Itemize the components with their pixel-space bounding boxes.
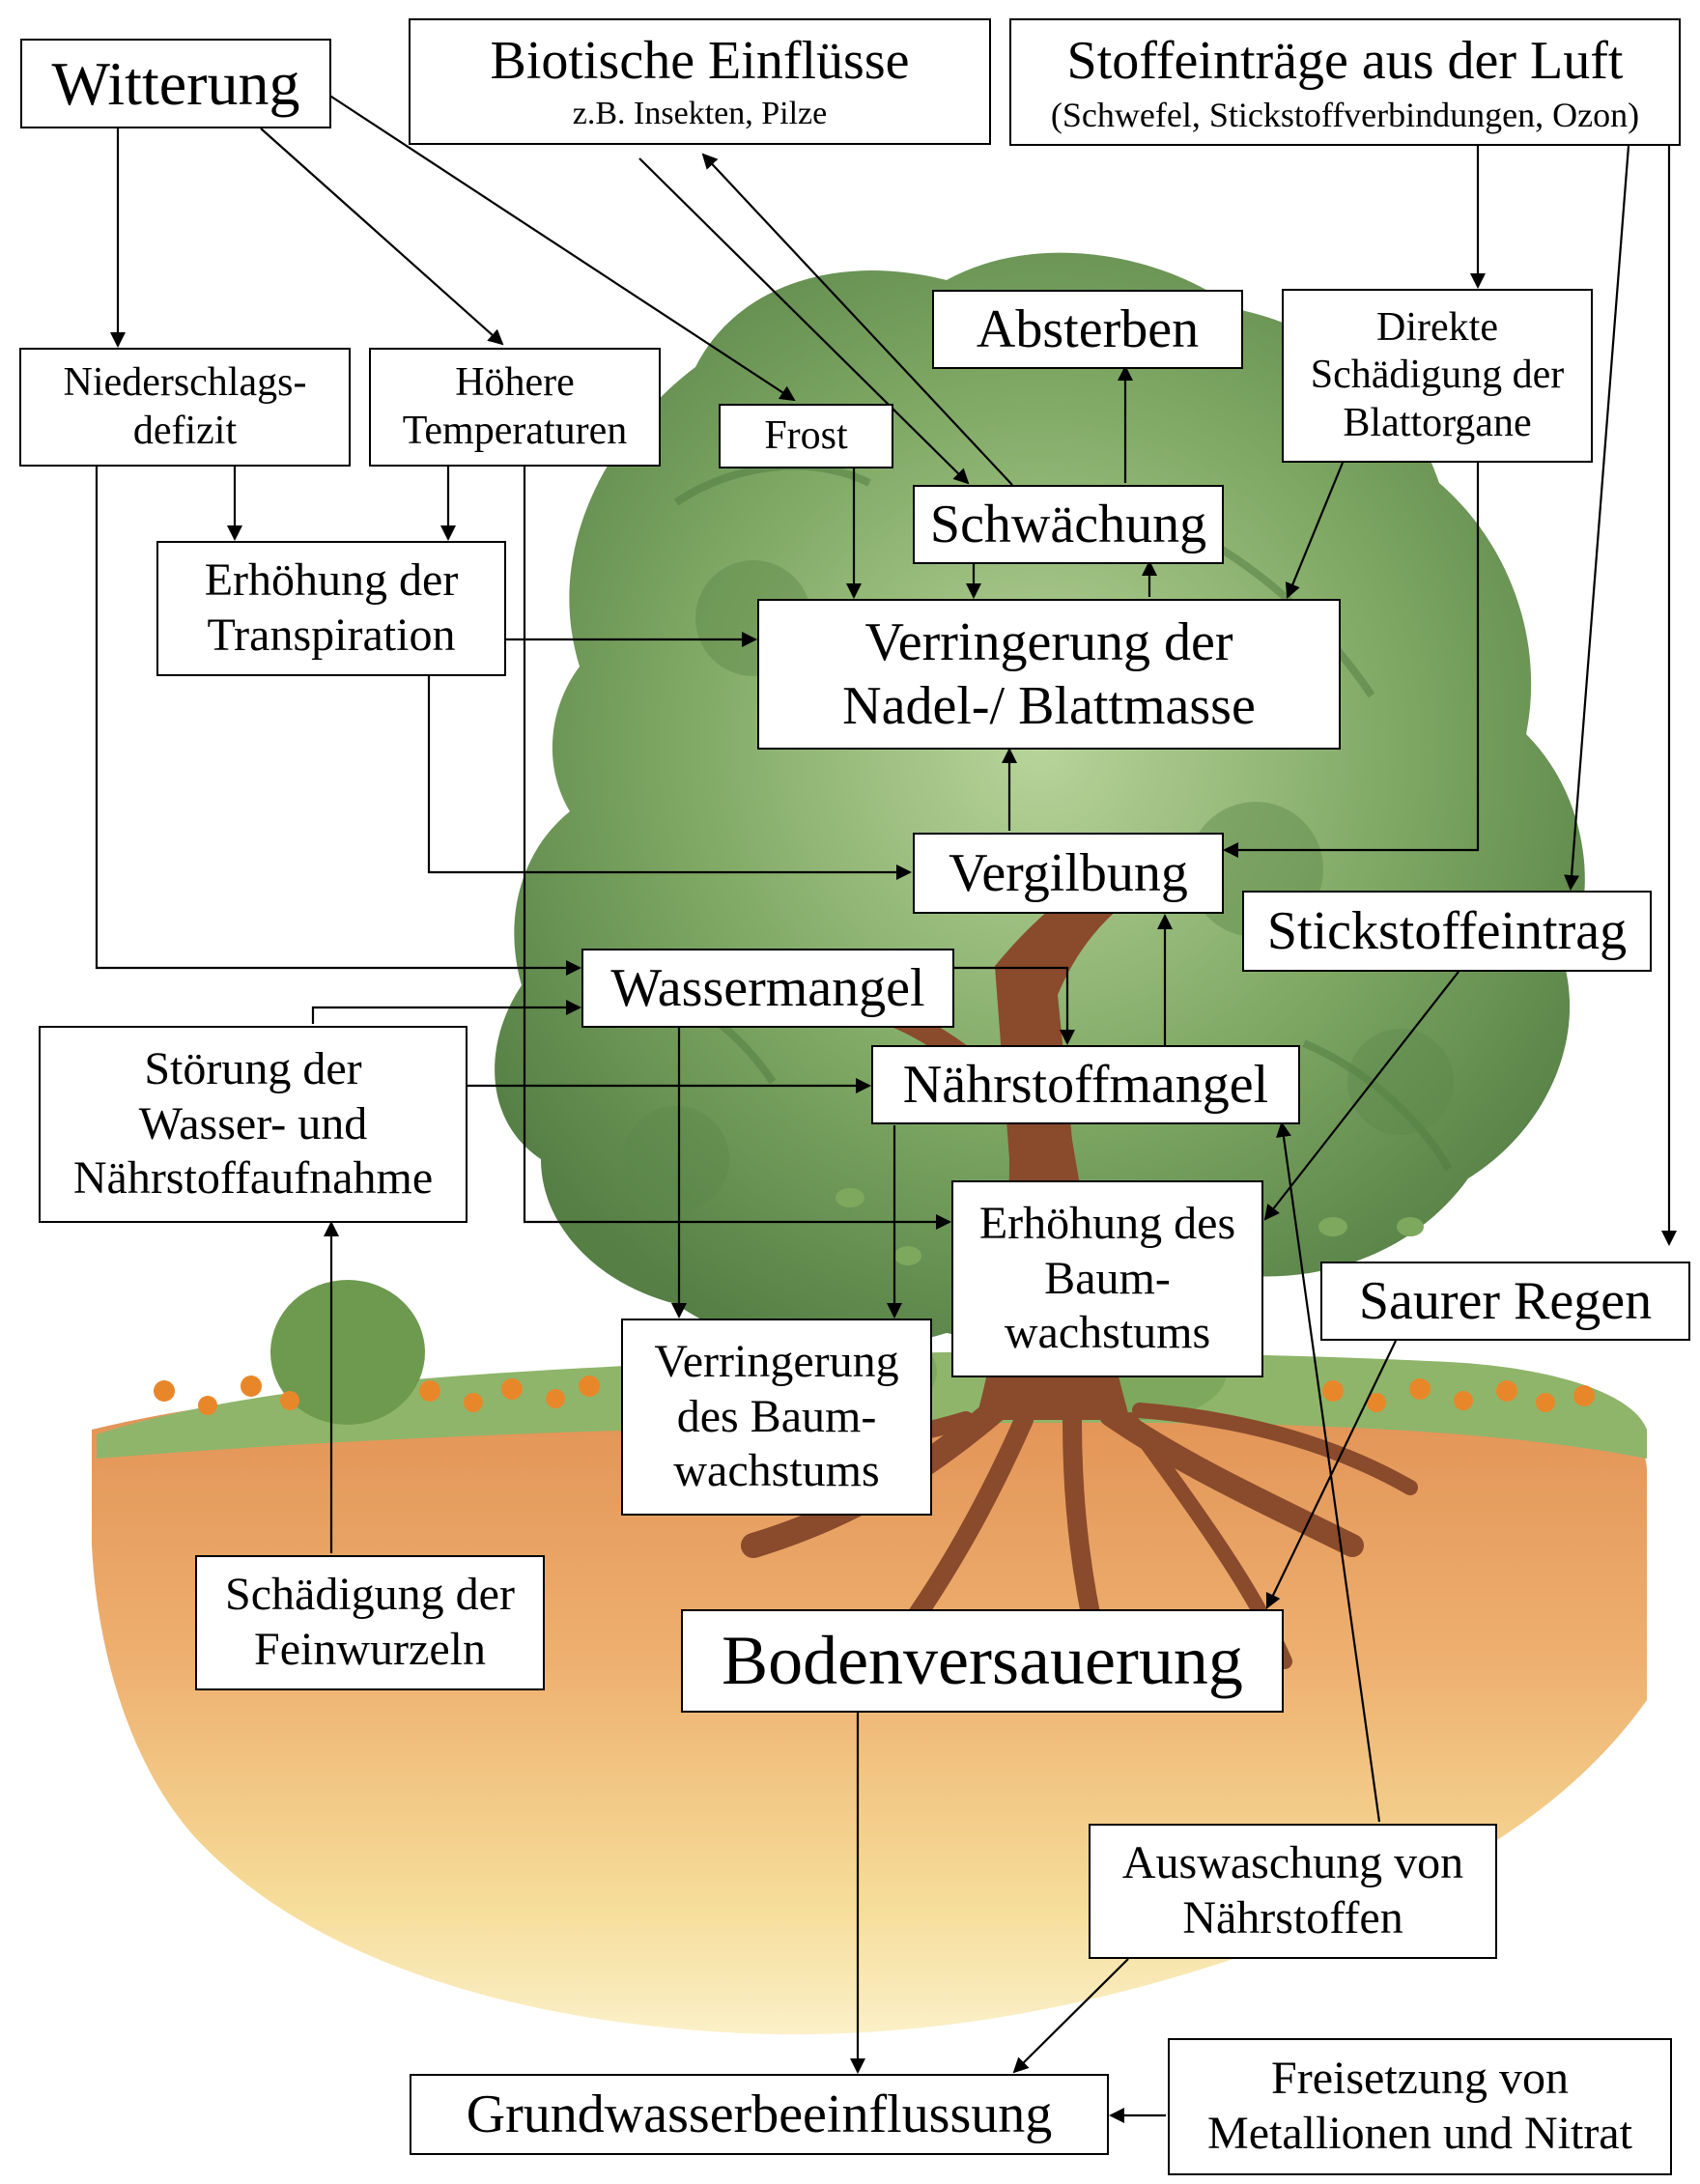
node-biotische: Biotische Einflüsse z.B. Insekten, Pilze [409,18,991,145]
node-vergilbung-line-1: Vergilbung [949,842,1188,903]
node-naehrstoffmangel: Nährstoffmangel [871,1045,1300,1124]
node-stoerung-line-3: Nährstoffaufnahme [72,1152,434,1205]
node-erhoehung-baum-line-2: Baum- [1044,1252,1171,1304]
node-transpiration-line-1: Erhöhung der [204,554,459,607]
node-bodenversauerung-line-1: Bodenversauerung [722,1622,1243,1700]
node-direkte-line-2: Schädigung der [1310,353,1565,398]
node-biotische-subtitle: z.B. Insekten, Pilze [572,96,828,132]
node-verringerung-baum-line-2: des Baum- [676,1390,877,1442]
node-frost: Frost [719,404,893,468]
node-feinwurzeln-line-1: Schädigung der [225,1569,515,1621]
node-stoffeintraege-subtitle: (Schwefel, Stickstoffverbindungen, Ozon) [1050,95,1640,134]
node-grundwasser: Grundwasserbeeinflussung [410,2074,1109,2155]
node-verringerung-nadel: Verringerung der Nadel-/ Blattmasse [757,599,1341,750]
node-temperaturen: Höhere Temperaturen [369,348,661,467]
node-temperaturen-line-2: Temperaturen [402,408,628,453]
node-wassermangel-line-1: Wassermangel [610,957,925,1018]
node-stoerung: Störung der Wasser- und Nährstoffaufnahm… [39,1026,468,1223]
node-saurer-regen-line-1: Saurer Regen [1358,1270,1653,1331]
node-direkte-line-3: Blattorgane [1343,400,1532,445]
node-stoerung-line-1: Störung der [144,1043,362,1095]
node-direkte-line-1: Direkte [1376,304,1498,350]
node-niederschlag-line-2: defizit [132,408,238,453]
node-direkte: Direkte Schädigung der Blattorgane [1282,289,1593,463]
node-freisetzung: Freisetzung von Metallionen und Nitrat [1168,2038,1672,2175]
node-niederschlag: Niederschlags- defizit [19,348,351,467]
node-stoffeintraege: Stoffeinträge aus der Luft (Schwefel, St… [1009,18,1681,146]
flowers [154,1376,1595,1415]
node-auswaschung: Auswaschung von Nährstoffen [1089,1824,1497,1959]
node-freisetzung-line-1: Freisetzung von [1271,2053,1569,2105]
node-schwaechung: Schwächung [913,485,1224,564]
node-wassermangel: Wassermangel [581,949,954,1028]
node-stoerung-line-2: Wasser- und [138,1097,368,1149]
node-niederschlag-line-1: Niederschlags- [63,359,307,405]
node-erhoehung-baum-line-1: Erhöhung des [978,1198,1236,1250]
falling-leaves [836,1188,1424,1265]
node-verringerung-baum-line-3: wachstums [673,1445,880,1497]
node-verringerung-baum-line-1: Verringerung [654,1336,899,1388]
node-bodenversauerung: Bodenversauerung [681,1609,1284,1713]
node-vergilbung: Vergilbung [913,833,1224,914]
node-auswaschung-line-2: Nährstoffen [1182,1892,1403,1943]
node-naehrstoffmangel-line-1: Nährstoffmangel [902,1054,1269,1115]
node-verringerung-nadel-line-1: Verringerung der [864,611,1233,672]
node-biotische-title: Biotische Einflüsse [490,31,910,92]
node-temperaturen-line-1: Höhere [455,359,575,405]
node-absterben-line-1: Absterben [976,298,1200,359]
node-transpiration: Erhöhung der Transpiration [156,541,506,676]
node-auswaschung-line-1: Auswaschung von [1121,1837,1464,1889]
node-grundwasser-line-1: Grundwasserbeeinflussung [466,2084,1053,2144]
node-feinwurzeln-line-2: Feinwurzeln [254,1624,486,1675]
node-stoffeintraege-title: Stoffeinträge aus der Luft [1066,30,1624,91]
node-erhoehung-baum-line-3: wachstums [1004,1307,1211,1359]
node-stickstoff-line-1: Stickstoffeintrag [1266,900,1628,961]
node-transpiration-line-2: Transpiration [207,610,456,661]
node-freisetzung-line-2: Metallionen und Nitrat [1207,2108,1632,2159]
node-erhoehung-baum: Erhöhung des Baum- wachstums [951,1180,1263,1377]
node-verringerung-nadel-line-2: Nadel-/ Blattmasse [842,676,1256,736]
node-stickstoff: Stickstoffeintrag [1242,891,1652,972]
node-witterung-line-1: Witterung [51,48,300,118]
connector-arrows [95,94,1677,2123]
node-saurer-regen: Saurer Regen [1320,1262,1690,1341]
node-absterben: Absterben [932,290,1243,369]
node-verringerung-baum: Verringerung des Baum- wachstums [621,1319,932,1516]
node-schwaechung-line-1: Schwächung [929,494,1207,554]
node-witterung: Witterung [20,39,331,128]
node-feinwurzeln: Schädigung der Feinwurzeln [195,1555,545,1690]
node-frost-line-1: Frost [764,412,848,458]
